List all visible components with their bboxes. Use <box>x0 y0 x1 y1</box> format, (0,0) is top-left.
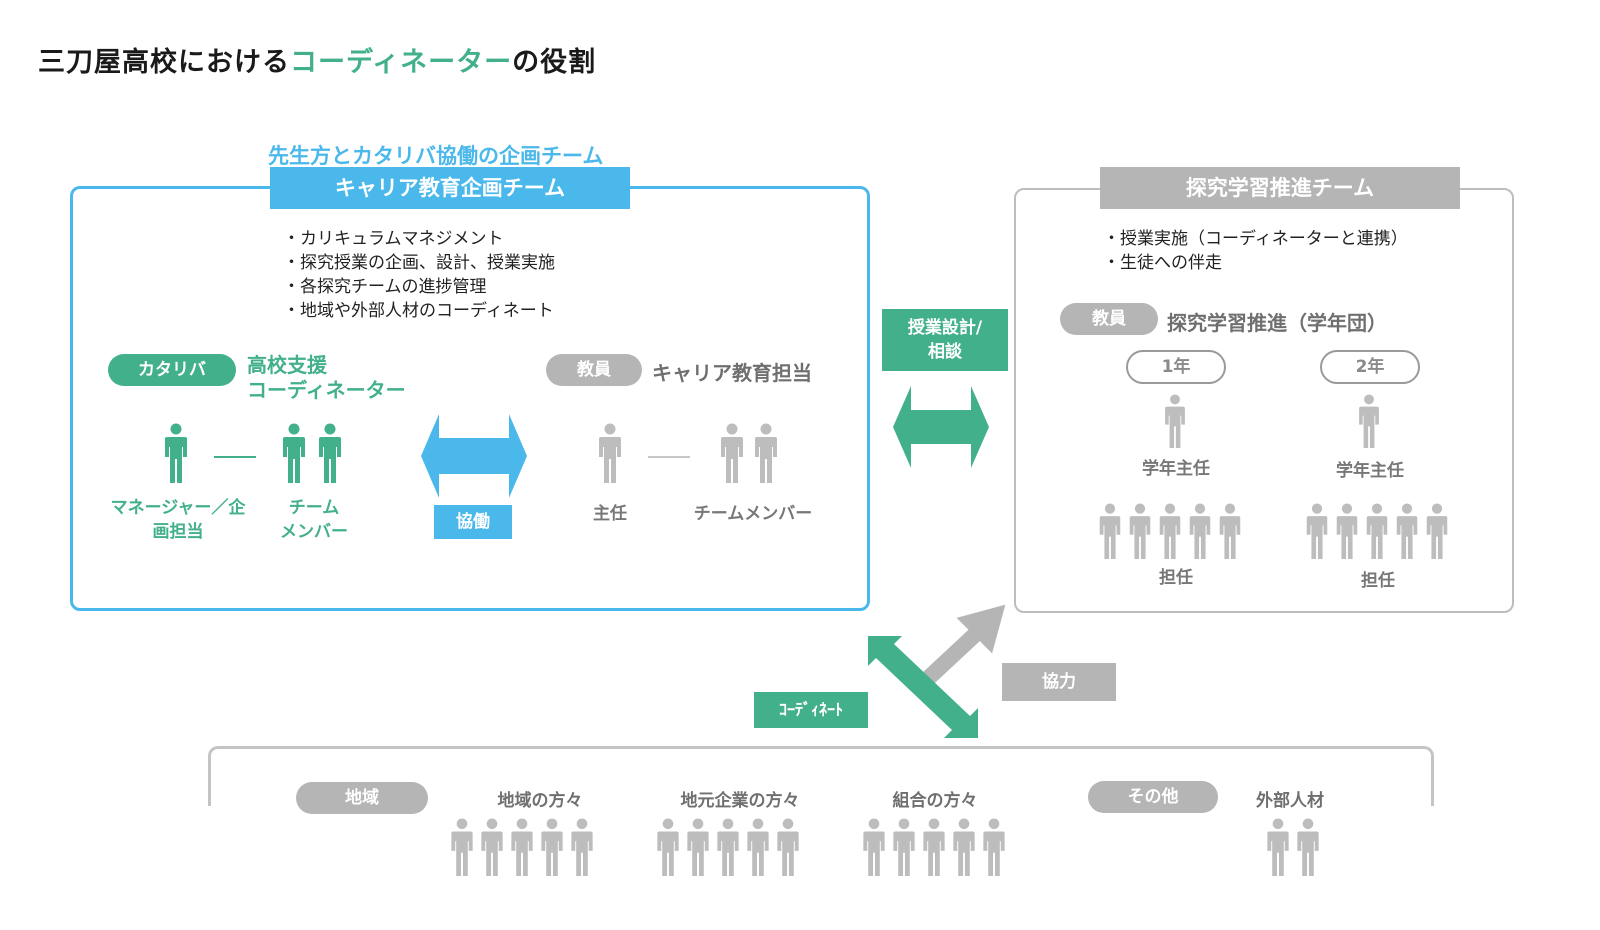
person-icon <box>598 423 622 483</box>
connector-line <box>648 456 690 458</box>
inquiry-team-bullets: ・授業実施（コーディネーターと連携） ・生徒への伴走 <box>1103 227 1408 275</box>
person-icon <box>746 818 770 876</box>
person-icon <box>686 818 710 876</box>
career-team-subtitle: 先生方とカタリバ協働の企画チーム <box>268 144 604 168</box>
external-people-group <box>1266 818 1326 878</box>
person-icon <box>164 423 188 483</box>
teacher-role: キャリア教育担当 <box>652 361 812 385</box>
career-team-bullets: ・カリキュラムマネジメント ・探究授業の企画、設計、授業実施 ・各探究チームの進… <box>283 227 555 323</box>
company-people-group <box>656 818 806 878</box>
person-icon <box>776 818 800 876</box>
grade-1-head: 学年主任 <box>1142 459 1210 479</box>
person-icon <box>952 818 976 876</box>
bullet-item: ・探究授業の企画、設計、授業実施 <box>283 253 555 273</box>
double-arrow-icon <box>893 386 989 468</box>
union-people-group <box>862 818 1012 878</box>
teacher-pill: 教員 <box>1060 303 1158 335</box>
person-icon <box>1305 503 1329 559</box>
person-icon <box>510 818 534 876</box>
chief-label: 主任 <box>593 504 627 524</box>
person-icon <box>656 818 680 876</box>
person-icon <box>1164 394 1186 448</box>
coordinate-label: ｺｰﾃﾞｨﾈｰﾄ <box>754 692 868 728</box>
lesson-design-label: 授業設計/ 相談 <box>882 309 1008 371</box>
person-icon <box>1266 818 1290 876</box>
grade-1-homeroom-group <box>1098 503 1248 561</box>
katariba-role: 高校支援 コーディネーター <box>247 353 406 402</box>
bullet-item: ・カリキュラムマネジメント <box>283 229 504 249</box>
katariba-pill: カタリバ <box>108 354 236 386</box>
manager-label: マネージャー／企 画担当 <box>110 498 246 542</box>
person-icon <box>1098 503 1122 559</box>
person-icon <box>318 423 342 483</box>
person-icon <box>570 818 594 876</box>
person-icon <box>720 423 744 483</box>
collab-label: 協働 <box>434 505 512 539</box>
member-label: チーム メンバー <box>280 498 348 542</box>
connector-line <box>214 456 256 458</box>
diagonal-arrows <box>868 604 1006 738</box>
person-icon <box>1395 503 1419 559</box>
person-icon <box>754 423 778 483</box>
person-icon <box>450 818 474 876</box>
grade-2-homeroom-group <box>1305 503 1455 561</box>
person-icon <box>716 818 740 876</box>
group-label: 組合の方々 <box>892 791 978 811</box>
region-pill: 地域 <box>296 782 428 814</box>
person-icon <box>862 818 886 876</box>
person-icon <box>1158 503 1182 559</box>
person-icon <box>1365 503 1389 559</box>
grade-2-head: 学年主任 <box>1336 461 1404 481</box>
bullet-item: ・各探究チームの進捗管理 <box>283 277 487 297</box>
person-icon <box>892 818 916 876</box>
other-pill: その他 <box>1088 781 1218 813</box>
person-icon <box>1188 503 1212 559</box>
group-label: 地域の方々 <box>497 791 583 811</box>
career-team-banner: キャリア教育企画チーム <box>270 167 630 209</box>
page-title: 三刀屋高校におけるコーディネーターの役割 <box>38 47 597 78</box>
external-label: 外部人材 <box>1256 791 1324 811</box>
bullet-item: ・生徒への伴走 <box>1103 253 1222 273</box>
grade-2-label: 2年 <box>1320 350 1420 384</box>
grade-1-label: 1年 <box>1126 350 1226 384</box>
region-people-group <box>450 818 600 878</box>
bullet-item: ・授業実施（コーディネーターと連携） <box>1103 229 1408 249</box>
person-icon <box>1335 503 1359 559</box>
person-icon <box>282 423 306 483</box>
person-icon <box>922 818 946 876</box>
inquiry-role: 探究学習推進（学年団） <box>1167 311 1387 335</box>
person-icon <box>480 818 504 876</box>
grade-2-homeroom: 担任 <box>1361 571 1395 591</box>
person-icon <box>1425 503 1449 559</box>
community-bracket <box>208 746 1434 806</box>
person-icon <box>1358 394 1380 448</box>
person-icon <box>1296 818 1320 876</box>
cooperate-label: 協力 <box>1002 663 1116 701</box>
double-arrow-icon <box>421 414 527 498</box>
teacher-pill: 教員 <box>546 354 642 386</box>
person-icon <box>982 818 1006 876</box>
members-label: チームメンバー <box>693 504 813 524</box>
person-icon <box>1128 503 1152 559</box>
group-label: 地元企業の方々 <box>680 791 800 811</box>
bullet-item: ・地域や外部人材のコーディネート <box>283 301 554 321</box>
person-icon <box>540 818 564 876</box>
grade-1-homeroom: 担任 <box>1159 568 1193 588</box>
person-icon <box>1218 503 1242 559</box>
inquiry-team-banner: 探究学習推進チーム <box>1100 167 1460 209</box>
